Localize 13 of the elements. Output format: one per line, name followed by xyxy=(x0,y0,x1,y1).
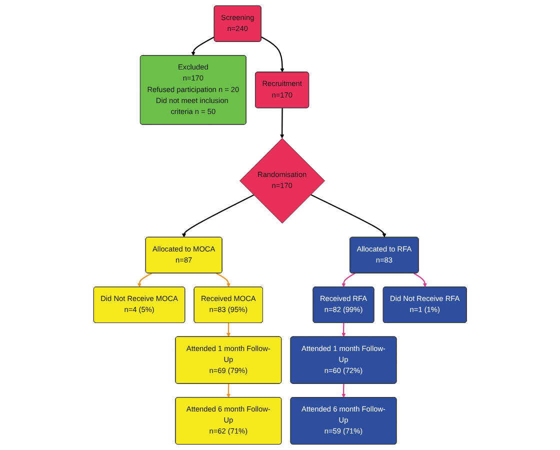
arrow xyxy=(341,384,346,398)
arrow xyxy=(310,194,386,238)
arrow xyxy=(226,384,230,398)
arrow xyxy=(280,108,284,138)
arrow xyxy=(341,322,346,337)
arrow xyxy=(226,322,230,337)
arrow xyxy=(137,272,152,288)
arrow xyxy=(413,272,427,288)
arrow xyxy=(182,194,254,238)
arrow xyxy=(260,36,284,72)
arrow xyxy=(216,272,230,288)
arrow xyxy=(341,272,356,288)
arrow xyxy=(191,36,214,56)
